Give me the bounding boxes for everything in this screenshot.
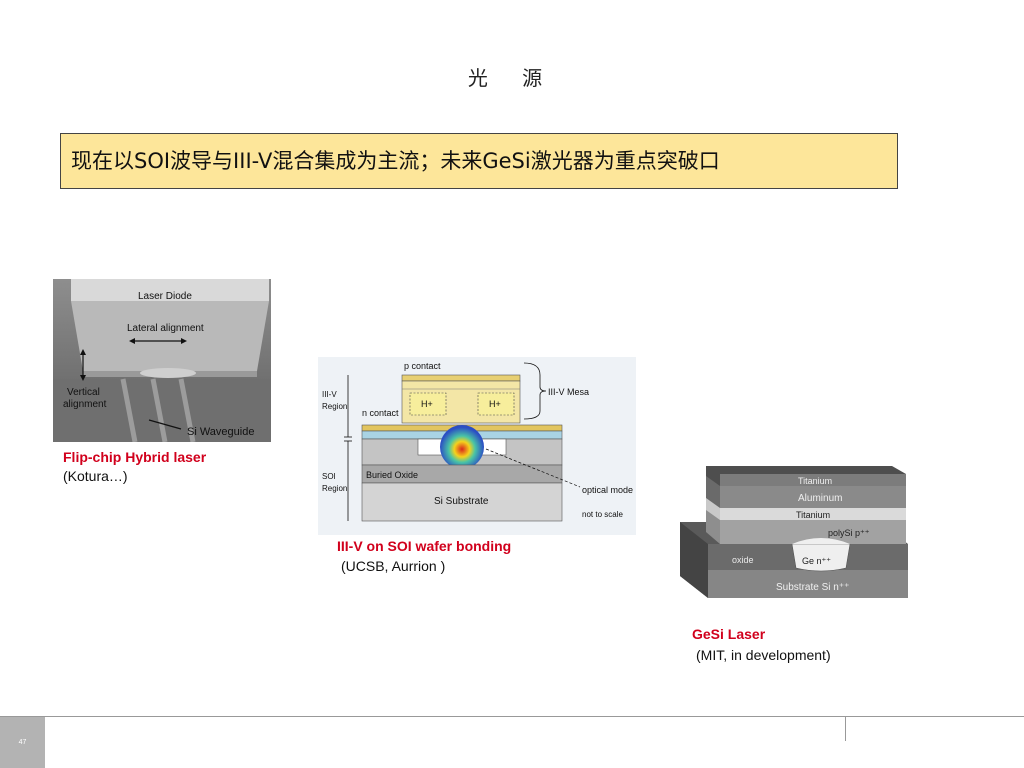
soi-label-iii-v-mesa: III-V Mesa: [548, 387, 589, 397]
gesi-caption-sub: (MIT, in development): [696, 647, 831, 663]
summary-banner-text: 现在以SOI波导与III-V混合集成为主流；未来GeSi激光器为重点突破口: [71, 149, 720, 173]
slide-title: 光 源: [467, 66, 557, 90]
soi-caption-title: III-V on SOI wafer bonding: [337, 538, 512, 554]
gesi-caption-title: GeSi Laser: [692, 626, 766, 642]
flipchip-label-waveguide: Si Waveguide: [187, 426, 254, 438]
flipchip-label-alignment: alignment: [63, 399, 107, 410]
gesi-label-oxide: oxide: [732, 555, 754, 565]
gesi-label-aluminum: Aluminum: [798, 493, 842, 504]
soi-label-optical-mode: optical mode: [582, 485, 633, 495]
page-number: 47: [18, 739, 27, 746]
soi-label-n-contact: n contact: [362, 408, 399, 418]
soi-label-iii-v-region-2: Region: [322, 402, 347, 411]
flipchip-label-lateral: Lateral alignment: [127, 323, 204, 334]
flipchip-caption-sub: (Kotura…): [63, 468, 128, 484]
footer-tick: [845, 717, 846, 741]
page-number-box: 47: [0, 717, 45, 768]
gesi-label-ge: Ge n⁺⁺: [802, 556, 831, 566]
soi-label-soi-region-2: Region: [322, 484, 347, 493]
gesi-laser-diagram: Substrate Si n⁺⁺ oxide Ge n⁺⁺ polySi p⁺⁺…: [680, 462, 912, 612]
summary-banner: 现在以SOI波导与III-V混合集成为主流；未来GeSi激光器为重点突破口: [60, 133, 898, 189]
soi-label-h-plus-left: H+: [421, 399, 433, 409]
gesi-label-titanium-top: Titanium: [798, 476, 832, 486]
flipchip-label-vertical: Vertical: [67, 387, 100, 398]
footer-divider: [0, 716, 1024, 717]
soi-bonding-diagram: p contact H+ H+ n contact Buried Oxide S…: [318, 357, 636, 535]
soi-label-buried-oxide: Buried Oxide: [366, 470, 418, 480]
gesi-label-substrate: Substrate Si n⁺⁺: [776, 582, 849, 593]
soi-label-h-plus-right: H+: [489, 399, 501, 409]
soi-label-soi-region-1: SOI: [322, 472, 336, 481]
gesi-label-polysi: polySi p⁺⁺: [828, 528, 870, 538]
flipchip-laser-image: Laser Diode Lateral alignment Vertical a…: [53, 279, 271, 442]
soi-caption-sub: (UCSB, Aurrion ): [341, 558, 446, 574]
gesi-label-titanium-mid: Titanium: [796, 510, 830, 520]
flipchip-label-laser-diode: Laser Diode: [138, 291, 192, 302]
soi-label-not-to-scale: not to scale: [582, 510, 623, 519]
soi-label-iii-v-region-1: III-V: [322, 390, 337, 399]
soi-label-si-substrate: Si Substrate: [434, 496, 489, 507]
soi-label-p-contact: p contact: [404, 361, 441, 371]
flipchip-caption-title: Flip-chip Hybrid laser: [63, 449, 207, 465]
